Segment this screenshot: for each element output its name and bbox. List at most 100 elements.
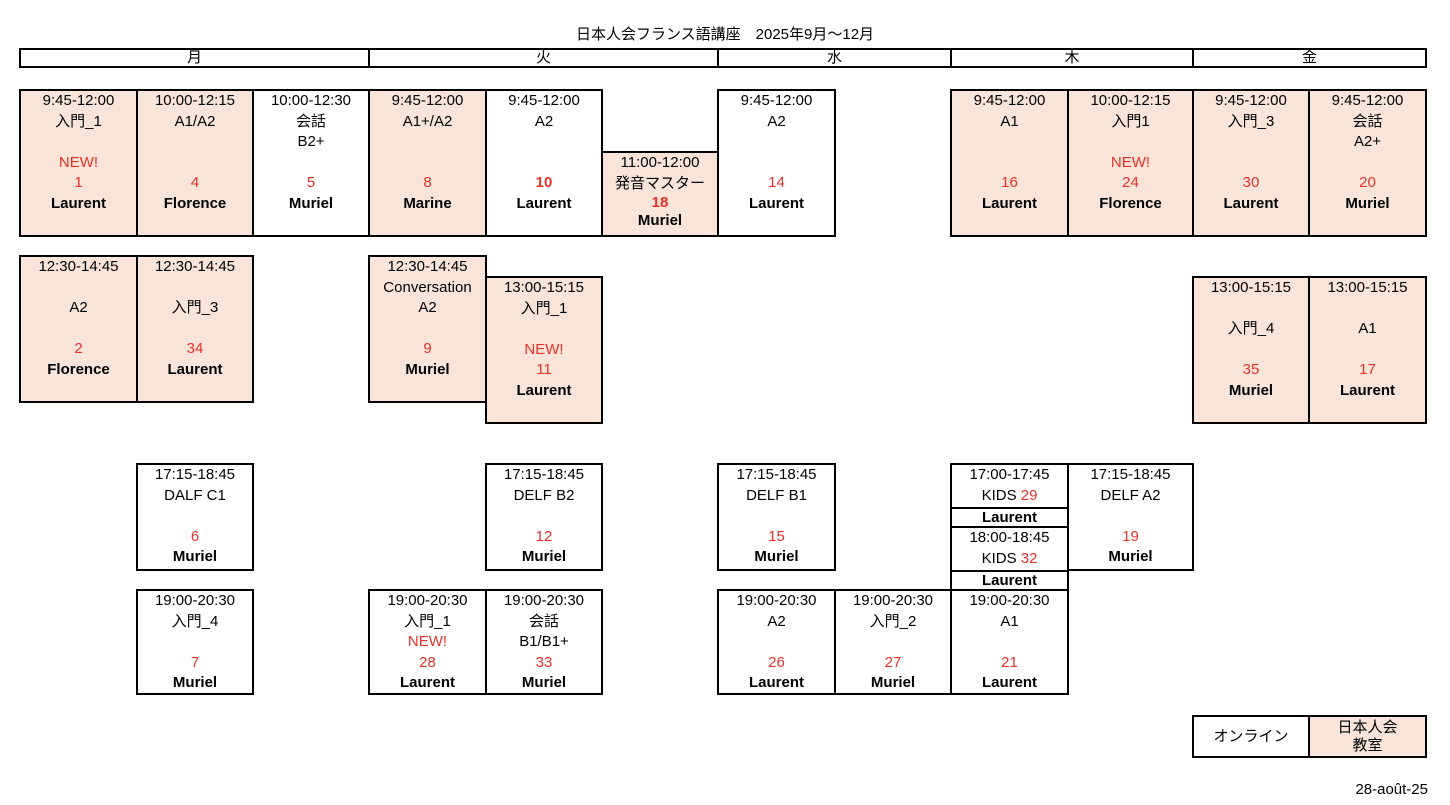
class-time: 19:00-20:30 xyxy=(736,592,817,609)
class-number: 29 xyxy=(1020,486,1038,504)
class-level: A2 xyxy=(69,299,88,316)
teacher-name: Laurent xyxy=(167,360,223,378)
teacher-name: Laurent xyxy=(952,570,1067,589)
new-badge: NEW! xyxy=(407,633,448,650)
teacher-name: Laurent xyxy=(1339,381,1395,399)
class-level: A1 xyxy=(1000,612,1019,630)
teacher-name: Laurent xyxy=(952,507,1067,526)
class-number: 15 xyxy=(768,527,785,545)
legend-classroom-line2: 教室 xyxy=(1352,736,1383,754)
legend-online-label: オンライン xyxy=(1213,727,1289,745)
teacher-name: Muriel xyxy=(754,548,799,565)
class-time: 9:45-12:00 xyxy=(973,92,1046,109)
class-number: 9 xyxy=(423,340,432,357)
class-time: 12:30-14:45 xyxy=(38,258,119,275)
class-level: 発音マスター xyxy=(614,174,705,192)
teacher-name: Florence xyxy=(1099,194,1162,212)
blank-line xyxy=(487,506,601,527)
class-level: 会話 xyxy=(528,612,559,630)
class-level-sub: B1/B1+ xyxy=(519,633,569,650)
class-level: 入門_1 xyxy=(520,299,568,317)
teacher-name: Muriel xyxy=(172,674,218,691)
blank-line xyxy=(1310,340,1425,361)
class-level-sub: A2 xyxy=(418,299,437,316)
class-level: 入門1 xyxy=(1111,112,1150,130)
teacher-name: Laurent xyxy=(399,674,455,691)
class-number: 8 xyxy=(423,174,432,191)
blank-line xyxy=(1194,132,1308,153)
new-badge: NEW! xyxy=(1110,153,1151,171)
new-badge: NEW! xyxy=(524,340,564,358)
class-time: 10:00-12:15 xyxy=(154,92,236,109)
blank-line xyxy=(487,319,601,340)
class-number: 14 xyxy=(768,174,785,191)
class-number: 16 xyxy=(1001,174,1018,191)
class-number: 19 xyxy=(1122,527,1139,545)
teacher-name: Laurent xyxy=(1223,194,1279,212)
class-number: 6 xyxy=(190,527,200,545)
class-time: 9:45-12:00 xyxy=(1215,92,1287,109)
class-level: 入門_3 xyxy=(171,299,219,316)
class-number: 11 xyxy=(536,361,552,378)
class-number: 35 xyxy=(1242,361,1260,378)
class-number: 12 xyxy=(535,527,553,545)
class-level: 入門_4 xyxy=(171,612,219,630)
blank-line xyxy=(719,132,834,153)
class-number: 30 xyxy=(1242,174,1260,191)
teacher-name: Laurent xyxy=(981,674,1037,691)
class-time: 9:45-12:00 xyxy=(740,92,813,109)
class-number: 17 xyxy=(1359,361,1376,378)
class-time: 17:15-18:45 xyxy=(736,466,817,483)
blank-line xyxy=(719,506,834,527)
revision-date: 28-août-25 xyxy=(1355,781,1428,798)
legend-classroom: 日本人会 教室 xyxy=(1308,715,1427,758)
teacher-name: Muriel xyxy=(870,674,916,691)
class-time: 9:45-12:00 xyxy=(1331,92,1404,109)
class-level: A1+/A2 xyxy=(402,112,453,130)
class-level: A1 xyxy=(1000,112,1019,130)
class-level: DELF B2 xyxy=(513,486,575,504)
day-header-thu: 木 xyxy=(950,48,1194,68)
teacher-name: Laurent xyxy=(748,194,804,212)
teacher-name: Muriel xyxy=(521,548,567,565)
blank-line xyxy=(952,132,1067,153)
class-level: 入門_1 xyxy=(55,112,102,130)
teacher-name: Laurent xyxy=(516,194,572,212)
class-time: 10:00-12:15 xyxy=(1090,92,1171,109)
teacher-name: Muriel xyxy=(1228,381,1274,399)
blank-line xyxy=(719,632,834,653)
class-time: 10:00-12:30 xyxy=(270,92,352,109)
teacher-name: Muriel xyxy=(637,212,683,229)
class-level: 入門_4 xyxy=(1227,320,1275,337)
blank-line xyxy=(138,278,252,299)
blank-line xyxy=(370,319,485,340)
teacher-name: Laurent xyxy=(981,194,1037,212)
class-level: 入門_2 xyxy=(869,612,917,630)
class-level: A2 xyxy=(767,612,786,630)
class-number: 27 xyxy=(884,653,902,671)
new-badge: NEW! xyxy=(58,153,99,171)
class-level: A1/A2 xyxy=(174,112,216,130)
teacher-name: Muriel xyxy=(288,194,334,212)
class-level: A2 xyxy=(767,112,786,130)
day-header-wed: 水 xyxy=(717,48,952,68)
class-level: A1 xyxy=(1358,320,1377,337)
blank-line xyxy=(21,278,136,299)
class-time: 17:15-18:45 xyxy=(154,466,236,483)
class-level: 会話 xyxy=(295,112,326,130)
